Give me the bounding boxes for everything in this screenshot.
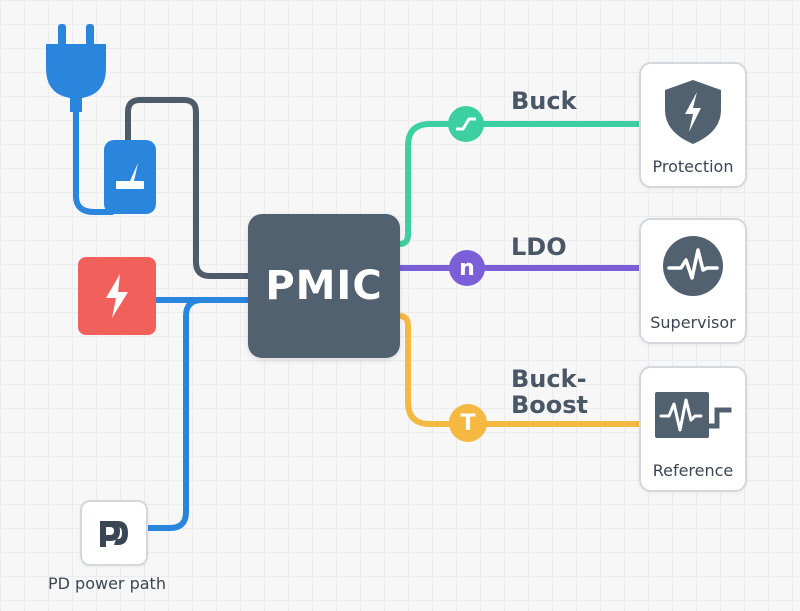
reference-label: Reference [652, 461, 734, 480]
buckboost-label: Buck- Boost [511, 366, 588, 418]
protection-module[interactable]: Protection [639, 62, 747, 188]
buck-node[interactable] [448, 106, 484, 142]
shield-bolt-icon [661, 78, 725, 151]
heartbeat-waveform-icon [661, 234, 725, 303]
pd-power-path-caption: PD power path [48, 574, 166, 593]
supervisor-label: Supervisor [650, 313, 736, 332]
pd-to-pmic-wire [143, 297, 205, 531]
buckboost-node-glyph: T [460, 410, 476, 436]
plug-cord-wire [73, 107, 115, 215]
reference-module[interactable]: Reference [639, 366, 747, 492]
pmic-block[interactable]: PMIC [248, 214, 400, 358]
switch-waveform-icon [456, 117, 476, 131]
buckboost-rail-wire [399, 313, 640, 427]
power-plug-icon [44, 24, 108, 121]
pd-logo-icon[interactable] [80, 500, 148, 566]
reference-waveform-icon [653, 390, 733, 445]
ldo-node-glyph: n [459, 255, 475, 281]
adapter-to-pmic-wire [125, 97, 253, 279]
ldo-label: LDO [511, 233, 567, 261]
power-adapter-icon[interactable] [104, 140, 156, 214]
buckboost-node[interactable]: T [449, 404, 487, 442]
protection-label: Protection [652, 157, 734, 176]
buckboost-label-line1: Buck- [511, 365, 587, 393]
buck-label: Buck [511, 87, 577, 115]
buck-rail-wire [399, 121, 640, 247]
lightning-bolt-icon[interactable] [78, 257, 156, 335]
buckboost-label-line2: Boost [511, 391, 589, 419]
supervisor-module[interactable]: Supervisor [639, 218, 747, 344]
ldo-node[interactable]: n [449, 250, 485, 286]
